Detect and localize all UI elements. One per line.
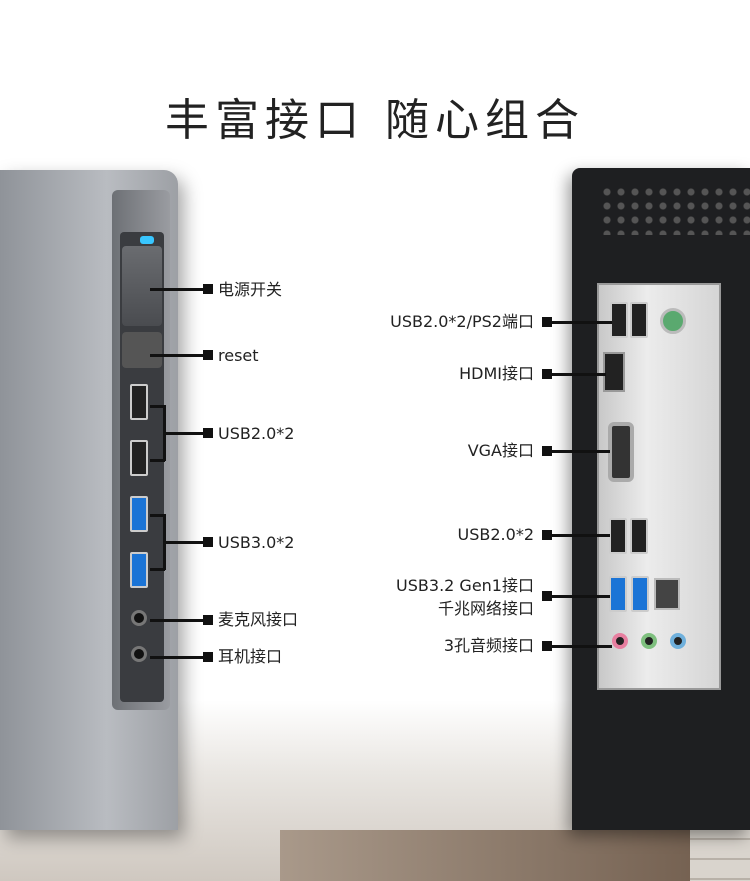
callout-marker	[542, 446, 552, 456]
callout-line	[550, 534, 610, 537]
power-led	[140, 236, 154, 244]
headphone-jack	[131, 646, 147, 662]
label-hdmi: HDMI接口	[459, 364, 534, 383]
callout-line	[150, 459, 165, 462]
label-power-switch: 电源开关	[218, 280, 283, 299]
callout-line	[150, 568, 165, 571]
label-usb32-gen1: USB3.2 Gen1接口	[396, 576, 534, 595]
page-title: 丰富接口 随心组合	[165, 95, 585, 146]
usb3-port	[130, 552, 148, 588]
callout-marker	[542, 530, 552, 540]
label-front-usb2: USB2.0*2	[218, 424, 295, 443]
rear-usb3-port	[609, 576, 627, 612]
usb2-port	[130, 440, 148, 476]
callout-line	[150, 405, 165, 408]
reset-button[interactable]	[122, 332, 162, 368]
usb3-port	[130, 496, 148, 532]
ethernet-port	[654, 578, 680, 610]
callout-line	[150, 514, 165, 517]
callout-marker	[203, 537, 213, 547]
rear-usb2-port	[610, 302, 628, 338]
callout-line	[550, 321, 612, 324]
label-headphone: 耳机接口	[218, 647, 283, 666]
vga-port	[608, 422, 634, 482]
label-rear-usb-ps2: USB2.0*2/PS2端口	[390, 312, 534, 331]
ps2-port	[660, 308, 686, 334]
mic-in-jack	[612, 633, 628, 649]
label-front-usb3: USB3.0*2	[218, 533, 295, 552]
power-button[interactable]	[122, 246, 162, 326]
line-in-jack	[670, 633, 686, 649]
callout-marker	[203, 428, 213, 438]
callout-line	[150, 354, 205, 357]
label-rear-usb2: USB2.0*2	[457, 525, 534, 544]
callout-marker	[542, 369, 552, 379]
callout-marker	[542, 317, 552, 327]
label-reset: reset	[218, 346, 259, 365]
background-furniture	[280, 830, 750, 881]
hdmi-port	[603, 352, 625, 392]
callout-marker	[542, 641, 552, 651]
callout-line	[163, 432, 205, 435]
rear-usb3-port	[631, 576, 649, 612]
io-shield	[597, 283, 721, 690]
callout-line	[150, 619, 205, 622]
callout-marker	[542, 591, 552, 601]
rear-usb2-port	[630, 518, 648, 554]
callout-line	[550, 595, 610, 598]
label-vga: VGA接口	[467, 441, 534, 460]
mic-jack	[131, 610, 147, 626]
vent-grille	[600, 185, 750, 235]
callout-marker	[203, 615, 213, 625]
callout-line	[550, 645, 612, 648]
callout-line	[150, 656, 205, 659]
callout-marker	[203, 284, 213, 294]
callout-marker	[203, 350, 213, 360]
callout-line	[550, 450, 610, 453]
callout-line	[163, 541, 205, 544]
callout-line	[550, 373, 606, 376]
label-gigabit-lan: 千兆网络接口	[437, 599, 534, 618]
label-mic: 麦克风接口	[218, 610, 299, 629]
label-audio: 3孔音频接口	[443, 636, 534, 655]
callout-line	[150, 288, 205, 291]
callout-marker	[203, 652, 213, 662]
rear-usb2-port	[609, 518, 627, 554]
usb2-port	[130, 384, 148, 420]
rear-usb2-port	[630, 302, 648, 338]
line-out-jack	[641, 633, 657, 649]
